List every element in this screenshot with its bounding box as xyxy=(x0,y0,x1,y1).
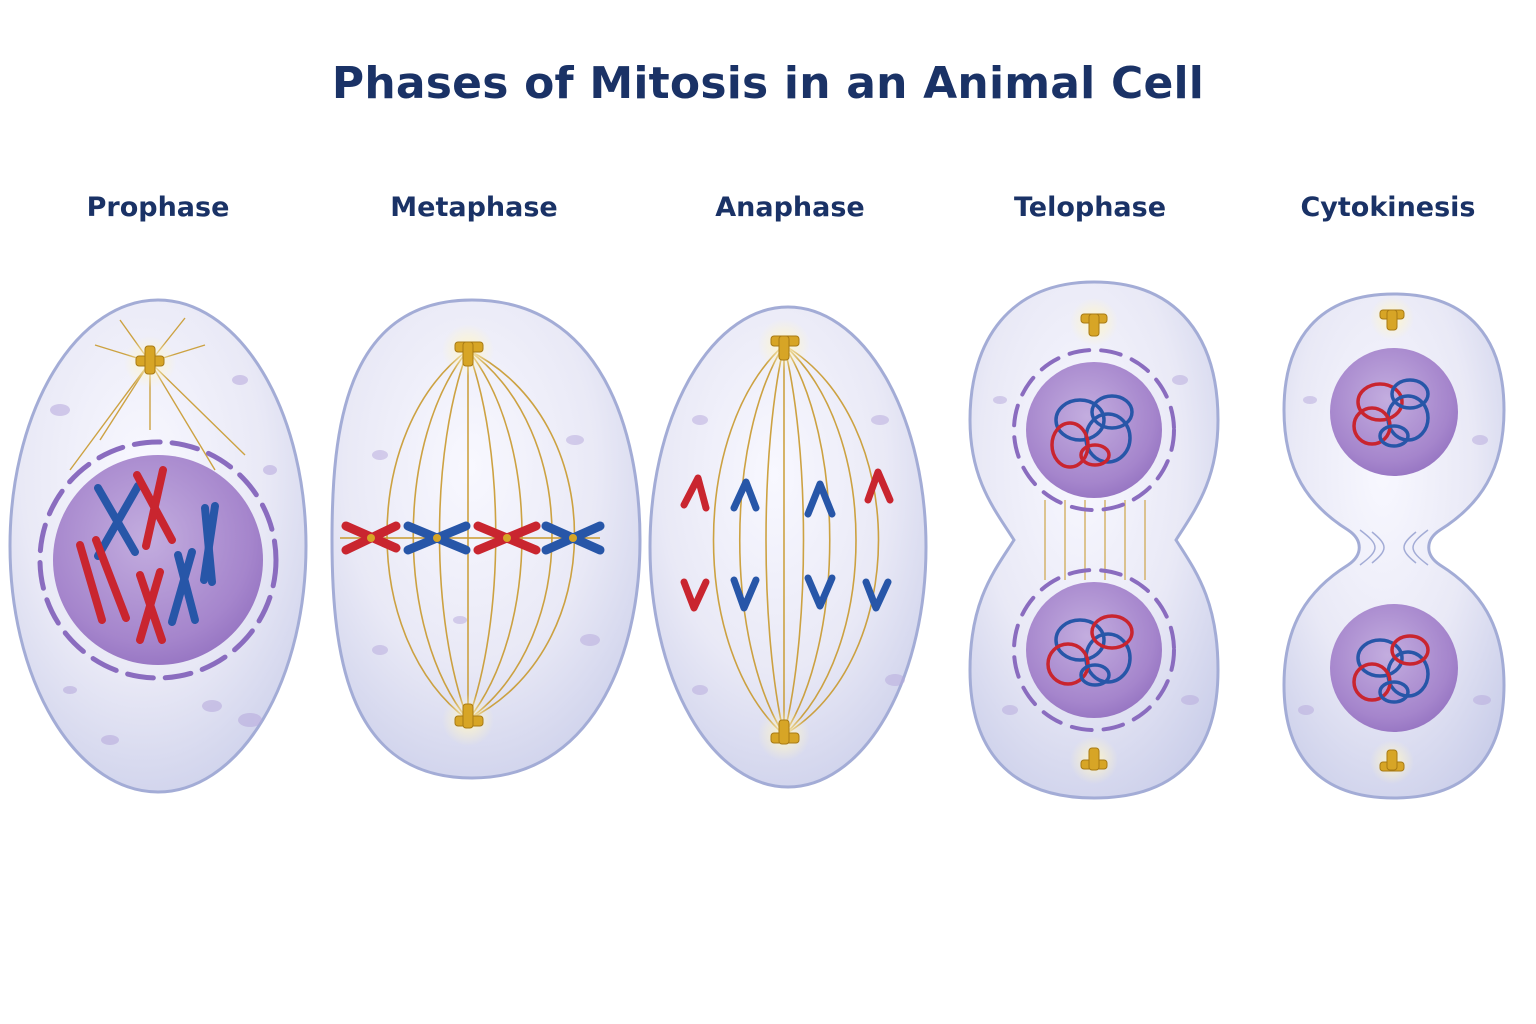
anaphase-upper-chromatids xyxy=(680,468,894,518)
metaphase-cell xyxy=(330,298,642,780)
cytokinesis-top-centrosome xyxy=(1379,309,1405,331)
prophase-nuclear-envelope xyxy=(37,439,279,681)
diagram-title: Phases of Mitosis in an Animal Cell xyxy=(331,58,1205,109)
cytokinesis-cells xyxy=(1282,292,1506,800)
prophase-chromosomes xyxy=(76,466,219,644)
anaphase-lower-chromatids xyxy=(680,574,892,612)
metaphase-centromeres xyxy=(367,534,577,542)
cytokinesis-bottom-nucleus xyxy=(1330,604,1458,732)
label-telophase: Telophase xyxy=(1013,192,1167,223)
telophase-cytoplasm-speckles xyxy=(993,375,1199,715)
prophase-centrosome xyxy=(135,345,165,375)
anaphase-top-centrosome xyxy=(770,335,800,361)
prophase-cell xyxy=(8,298,308,794)
telophase-cell-membrane xyxy=(968,280,1220,800)
anaphase-cell-membrane xyxy=(648,305,928,789)
metaphase-cell-membrane xyxy=(330,298,642,780)
anaphase-cell xyxy=(648,305,928,789)
anaphase-cytoplasm-speckles xyxy=(692,415,905,695)
telophase-cell xyxy=(968,280,1220,800)
prophase-cytoplasm-speckles xyxy=(50,375,277,745)
telophase-top-centrosome xyxy=(1080,313,1108,337)
anaphase-bottom-centrosome xyxy=(770,719,800,745)
cytokinesis-top-nucleus xyxy=(1330,348,1458,476)
telophase-top-nuclear-envelope xyxy=(1012,348,1176,512)
metaphase-top-centrosome xyxy=(454,341,484,367)
cytokinesis-top-chromatin xyxy=(1352,378,1430,448)
telophase-top-chromatin xyxy=(1050,394,1134,469)
cytokinesis-bottom-chromatin xyxy=(1352,634,1430,704)
label-cytokinesis: Cytokinesis xyxy=(1300,192,1476,223)
telophase-bottom-centrosome xyxy=(1080,747,1108,771)
telophase-bottom-nucleus xyxy=(1026,582,1162,718)
telophase-top-nucleus xyxy=(1026,362,1162,498)
cytokinesis-cytoplasm-speckles xyxy=(1298,396,1491,715)
label-prophase: Prophase xyxy=(86,192,230,223)
telophase-bottom-chromatin xyxy=(1046,614,1134,687)
cytokinesis-bottom-centrosome xyxy=(1379,749,1405,772)
metaphase-cytoplasm-speckles xyxy=(372,435,600,655)
anaphase-spindle xyxy=(712,344,880,736)
label-anaphase: Anaphase xyxy=(715,192,865,223)
cytokinesis-cleavage-furrow xyxy=(1359,529,1429,566)
label-metaphase: Metaphase xyxy=(390,192,558,223)
telophase-midzone-fibers xyxy=(1044,500,1146,580)
metaphase-bottom-centrosome xyxy=(454,703,484,729)
telophase-bottom-nuclear-envelope xyxy=(1012,568,1176,732)
